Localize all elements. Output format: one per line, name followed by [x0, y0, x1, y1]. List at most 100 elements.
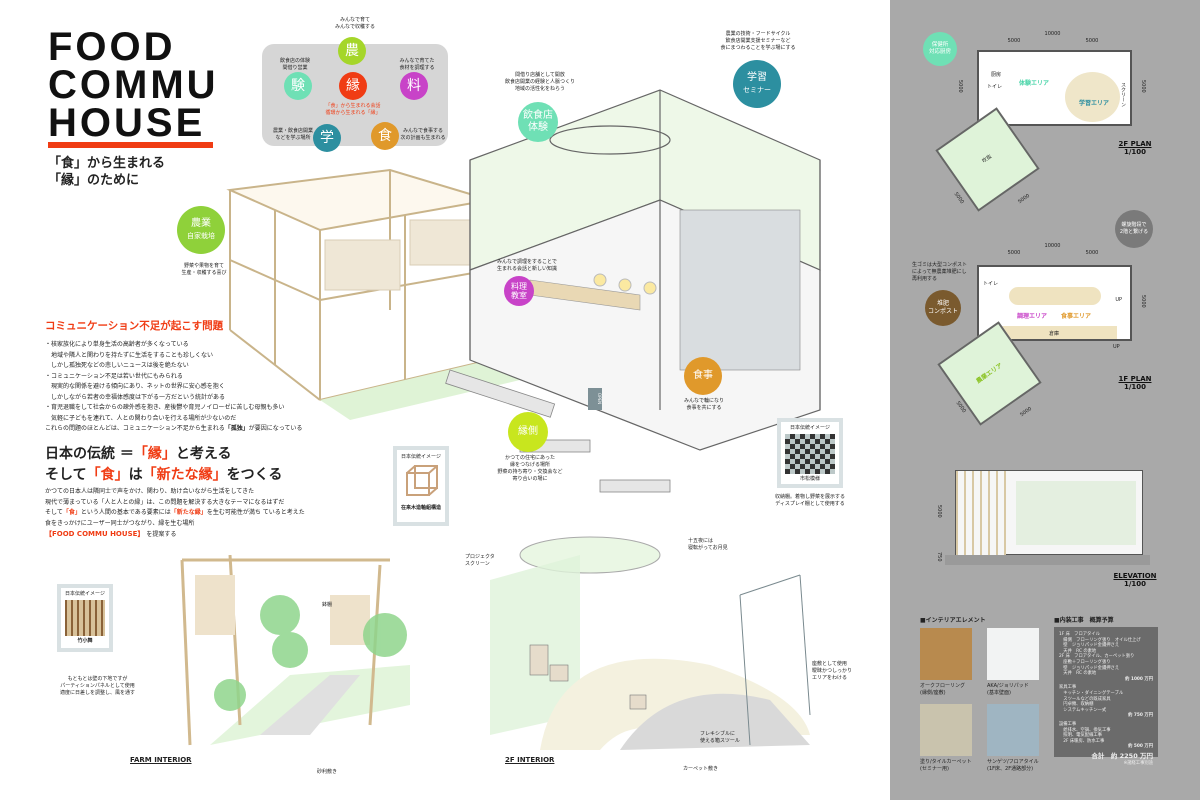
display-shelves [679, 209, 801, 371]
moon-viewing-label: 十五夜には寝転がってお月見 [688, 538, 728, 551]
2f-screen: スクリーン [1120, 82, 1126, 107]
building-perspective [226, 89, 821, 493]
problem-line: しかしながら若者の幸福体感度は下がる一方だという統計がある [45, 393, 226, 401]
bubble-seminar-note: 農業の技術・フードサイクル飲食店開業支援セミナーなど食にまつわることを学ぶ場にす… [720, 31, 796, 51]
problem-line: 現実的な関係を避ける傾向にあり、ネットの世界に安心感を抱く [45, 383, 225, 390]
open-sign: OPEN [588, 388, 602, 410]
2f-dim-total: 10000 [1044, 31, 1061, 37]
ichimatsu-pattern [785, 434, 835, 474]
concept-text: かつての日本人は隣同士で声をかけ、関わり、助け合いながら生活をしてきた 現代で薄… [45, 488, 305, 538]
problem-list: ・核家族化により単身生活の高齢者が多くなっている 地域や隣人と関わりを持たずに生… [45, 340, 302, 435]
bubble-meal-note: みんなで輪になり食事を共にする [683, 398, 724, 411]
1f-room-toilet: トイレ [983, 281, 999, 287]
bubble-engawa: 縁側 [508, 412, 548, 452]
swatch-floortile-label: サンゲツ/フロアタイル(1F床、2F通路部分) [987, 759, 1039, 772]
2f-interior-drawing [490, 536, 811, 750]
box-stool-label: フレキシブルに使える箱スツール [700, 731, 740, 744]
budget-subtotal: 約 500 万円 [1128, 744, 1153, 750]
materials-heading: ■インテリアエレメント [920, 617, 986, 624]
budget-box: 1F 床 フロアタイル 縁側 フローリング張り オイル仕上げ 壁 ジョリパッド金… [1054, 627, 1158, 766]
cycle-node-experience: 験 [284, 72, 312, 100]
cycle-node-farm: 農 [338, 37, 366, 65]
bubble-farming-note: 野菜や果物を育て生産・収穫する喜び [181, 263, 227, 276]
bubble-restaurant-note: 間借り店舗として開放飲食店開業の経験と人脈つくり地域の活性化をねらう [504, 72, 575, 92]
bubble-health-kitchen: 保健所対応厨房 [923, 32, 957, 66]
engawa-benches [445, 369, 671, 493]
1f-room-storage: 倉庫 [1049, 331, 1060, 337]
bubble-restaurant: 飲食店体験 [518, 102, 558, 142]
problem-line: しかし孤独死などの悲しいニュースは後を絶たない [45, 362, 189, 369]
farm-floor [320, 360, 520, 420]
2f-plan: トイレ 厨房 体験エリア 学習エリア スクリーン [977, 50, 1132, 126]
elevation-dim: 5000 [936, 505, 942, 518]
cycle-node-cook: 料 [400, 72, 428, 100]
budget-total: 合計 約 2250 万円 [1091, 751, 1153, 760]
2f-dim: 5000 [1140, 80, 1146, 93]
cycle-center-note: 「食」から生まれる会話循環から生まれる「縁」 [325, 103, 381, 116]
checker-image-card: 日本伝統イメージ 市松模様 [777, 418, 843, 488]
farm-interior-drawing [180, 555, 410, 746]
bubble-cooking: 料理教室 [504, 276, 534, 306]
title-line: COMMU [48, 63, 219, 107]
timber-frame-icon [406, 465, 438, 496]
farm-shelf-label: 鉢棚 [322, 602, 333, 608]
1f-area-cooking: 調理エリア [1017, 313, 1048, 320]
1f-area-dining: 食事エリア [1061, 313, 1092, 320]
problem-line: ・核家族化により単身生活の高齢者が多くなっている [45, 341, 189, 348]
1f-entrance-up: UP [1113, 344, 1120, 350]
problem-line: 気軽に子どもを連れて、人との関わり合いを行える場所が少ないのだ [45, 414, 237, 422]
pendant-lights [593, 273, 657, 295]
swatch-jolypate [987, 628, 1039, 680]
cycle-note-eat: みんなで食事する次の計画も生まれる [400, 128, 446, 141]
bamboo-note: もともとは壁の下地ですがパーティションパネルとして使用適度に日差しを調整し、風を… [59, 676, 135, 696]
1f-dim: 5000 [1140, 295, 1146, 308]
farm-gravel-label: 砂利敷き [317, 769, 338, 775]
bamboo-image-card: 日本伝統イメージ 竹小舞 [57, 584, 113, 652]
elevation-dim: 750 [936, 552, 942, 562]
cycle-node-eat: 食 [371, 122, 399, 150]
1f-stair-up: UP [1115, 297, 1122, 303]
2f-room-toilet: トイレ [987, 84, 1003, 90]
bubble-compost: 堆肥コンポスト [925, 290, 961, 326]
projector-screen-label: プロジェクタスクリーン [465, 554, 495, 567]
budget-heading: ■内装工事 概算予算 [1054, 617, 1114, 624]
bubble-cooking-note: みんなで調理をすることで生まれる会話と新しい知識 [497, 259, 558, 272]
bubble-meal: 食事 [684, 357, 722, 395]
cycle-node-center: 縁 [339, 72, 367, 100]
checker-note: 収納棚。着物し野菜を展示するディスプレイ棚として使用する [774, 494, 845, 507]
concept-heading: 日本の伝統 ＝「縁」と考える そして「食」は「新たな縁」をつくる [45, 446, 283, 483]
elevation-ground [945, 555, 1150, 565]
swatch-jolypate-label: AKA/ジョリパッド(基本壁面) [987, 683, 1029, 696]
2f-dim: 5000 [1085, 38, 1099, 44]
1f-dim: 5000 [1085, 250, 1099, 256]
problem-heading: コミュニケーション不足が起こす問題 [45, 320, 224, 332]
swatch-oak-label: オークフローリング(縁側/座敷) [920, 683, 966, 696]
2f-room-kitchen: 厨房 [991, 72, 1002, 78]
2f-dim: 5000 [1007, 38, 1021, 44]
budget-subtotal: 約 750 万円 [1128, 713, 1153, 719]
bubble-engawa-note: かつての住宅にあった縁をつなげる場所野菜の持ち寄り・交換会など寄り合いの場に [497, 455, 563, 482]
cycle-node-learn: 学 [313, 124, 341, 152]
subtitle-line: 「縁」のために [48, 173, 140, 188]
zashiki-label: 座敷として使用曖昧かつしっかりエリアをわける [812, 661, 853, 681]
farm-interior-caption: FARM INTERIOR [130, 756, 192, 764]
carpet-label: カーペット敷き [683, 766, 719, 772]
problem-line: 地域や隣人と関わりを持たずに生活をすることも珍しくない [45, 351, 214, 359]
swatch-floortile [987, 704, 1039, 756]
cycle-note-experience: 飲食店の体験間借り営業 [279, 58, 310, 71]
compost-note: 生ゴミは大型コンポストによって無農薬堆肥にし再利用する [912, 262, 968, 282]
2f-area-study: 学習エリア [1079, 100, 1110, 107]
2f-area-experience: 体験エリア [1019, 80, 1050, 87]
subtitle-line: 「食」から生まれる [48, 156, 166, 171]
frame-image-card: 日本伝統イメージ 在来木造軸組構造 [393, 446, 449, 526]
swatch-carpet-label: 塗り/タイルカーペット(セミナー用) [920, 759, 972, 772]
problem-conclusion: これらの問題のほとんどは、コミュニケーション不足から生まれる「孤独」が要因になっ… [45, 425, 303, 432]
swatch-oak [920, 628, 972, 680]
subtitle: 「食」から生まれる 「縁」のために [48, 155, 165, 189]
cycle-note-cook: みんなで育てた食材を調理する [399, 58, 435, 71]
swatch-carpet [920, 704, 972, 756]
problem-line: ・育児退職をして社会からの疎外感を抱き、産後鬱や育児ノイローゼに苦しむ母親も多い [45, 404, 285, 411]
